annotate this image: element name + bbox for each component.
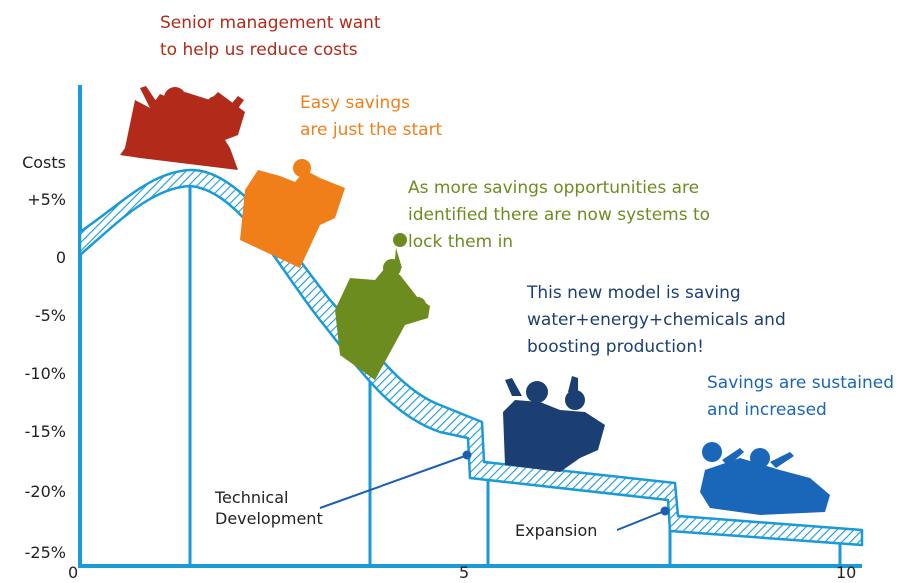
coaster-car-red [120,86,245,170]
annotation-line: Senior management want [160,13,381,33]
y-tick-minus5: -5% [34,306,66,325]
coaster-car-navy [503,376,605,472]
x-tick-0: 0 [68,563,79,582]
annotation-line: Savings are sustained [707,373,895,393]
annotation-senior-management: Senior management want to help us reduce… [160,10,381,64]
y-tick-plus5: +5% [27,190,66,209]
annotation-line: to help us reduce costs [160,40,358,60]
callout-expansion: Expansion [515,520,597,541]
annotation-line: water+energy+chemicals and [527,310,786,330]
annotation-line: This new model is saving [527,283,741,303]
annotation-line: identified there are now systems to [408,205,711,225]
coaster-track [78,168,864,547]
y-tick-minus15: -15% [24,422,66,441]
annotation-line: and increased [707,400,827,420]
y-tick-minus20: -20% [24,482,66,501]
y-tick-0: 0 [55,248,66,267]
annotation-more-savings: As more savings opportunities are identi… [408,175,710,256]
x-tick-5: 5 [459,563,470,582]
y-tick-minus25: -25% [24,543,66,562]
coaster-car-orange [240,159,345,268]
annotation-line: Easy savings [300,93,410,113]
callout-line: Development [215,509,323,528]
callout-leaders [319,450,670,531]
annotation-line: are just the start [300,120,443,140]
x-tick-10: 10 [836,563,857,582]
annotation-easy-savings: Easy savings are just the start [300,90,442,144]
callout-technical-development: Technical Development [215,487,323,529]
callout-line: Technical [215,488,289,507]
y-tick-minus10: -10% [24,364,66,383]
annotation-line: boosting production! [527,337,704,357]
coaster-car-green [335,233,430,380]
coaster-car-blue [700,442,830,515]
annotation-line: lock them in [408,232,514,252]
annotation-line: As more savings opportunities are [408,178,700,198]
annotation-sustained: Savings are sustained and increased [707,370,894,424]
annotation-new-model: This new model is saving water+energy+ch… [527,280,786,361]
y-axis-title: Costs [22,153,66,172]
callout-line: Expansion [515,521,598,540]
